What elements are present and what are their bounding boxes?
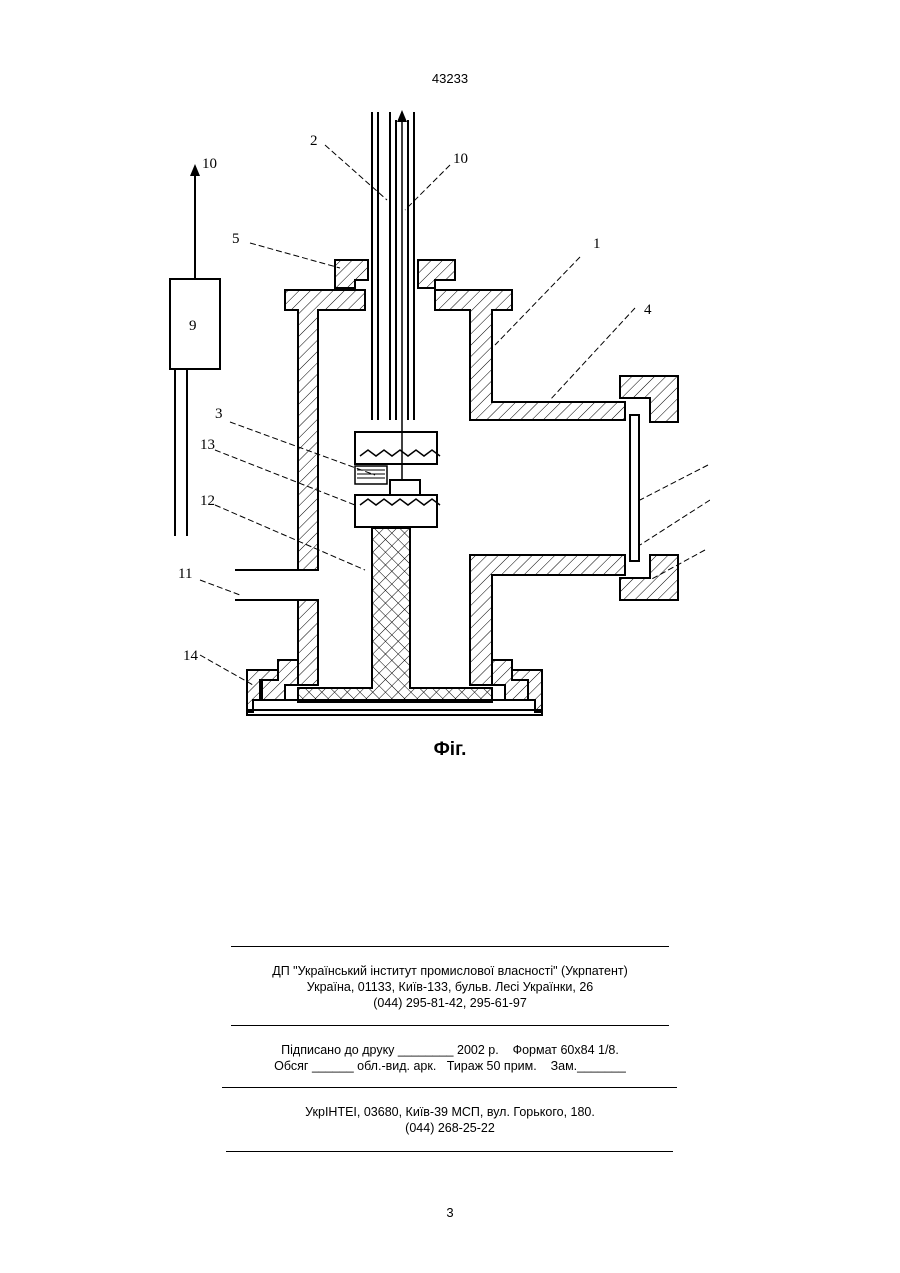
label-5: 5 [232, 231, 240, 247]
label-9: 9 [189, 318, 197, 334]
step-right [492, 660, 528, 700]
print-signed-line: Підписано до друку ________ 2002 р. Форм… [0, 1042, 900, 1058]
body-left-wall [285, 290, 365, 570]
sample [390, 480, 420, 495]
page-number: 3 [0, 1205, 900, 1220]
patent-figure: 2 10 10 5 1 4 9 3 13 12 7 6 8 11 14 [150, 100, 710, 730]
divider [222, 1087, 677, 1088]
page-code: 43233 [0, 71, 900, 86]
window-flange-bottom [620, 555, 678, 600]
body-left-lower-wall [298, 600, 318, 685]
print-volume-line: Обсяг ______ обл.-вид. арк. Тираж 50 при… [0, 1058, 900, 1074]
label-11: 11 [178, 566, 192, 582]
label-10b: 10 [453, 151, 468, 167]
print-info-block: Підписано до друку ________ 2002 р. Форм… [0, 1042, 900, 1074]
label-2: 2 [310, 133, 318, 149]
divider [226, 1151, 673, 1152]
publisher-block: ДП "Український інститут промислової вла… [0, 963, 900, 1011]
printer-phone: (044) 268-25-22 [0, 1120, 900, 1136]
label-10a: 10 [202, 156, 217, 172]
label-12: 12 [200, 493, 215, 509]
body-right-wall [435, 290, 625, 420]
window-glass [630, 415, 639, 561]
clamp-top [355, 432, 437, 464]
bottom-outer [247, 710, 542, 715]
label-3: 3 [215, 406, 223, 422]
sample-holder [355, 466, 387, 484]
label-1: 1 [593, 236, 601, 252]
publisher-phone: (044) 295-81-42, 295-61-97 [0, 995, 900, 1011]
printer-address: УкрІНТЕІ, 03680, Київ-39 МСП, вул. Горьк… [0, 1104, 900, 1120]
label-4: 4 [644, 302, 652, 318]
figure-caption: Фіг. [0, 739, 900, 761]
step-left [262, 660, 298, 700]
gland-cap-left [335, 260, 368, 288]
label-14: 14 [183, 648, 199, 664]
window-flange-top [620, 376, 678, 422]
publisher-address: Україна, 01133, Київ-133, бульв. Лесі Ук… [0, 979, 900, 995]
publisher-name: ДП "Український інститут промислової вла… [0, 963, 900, 979]
printer-block: УкрІНТЕІ, 03680, Київ-39 МСП, вул. Горьк… [0, 1104, 900, 1136]
gland-cap-right [418, 260, 455, 288]
label-13: 13 [200, 437, 215, 453]
divider [231, 1025, 669, 1026]
divider [231, 946, 669, 947]
